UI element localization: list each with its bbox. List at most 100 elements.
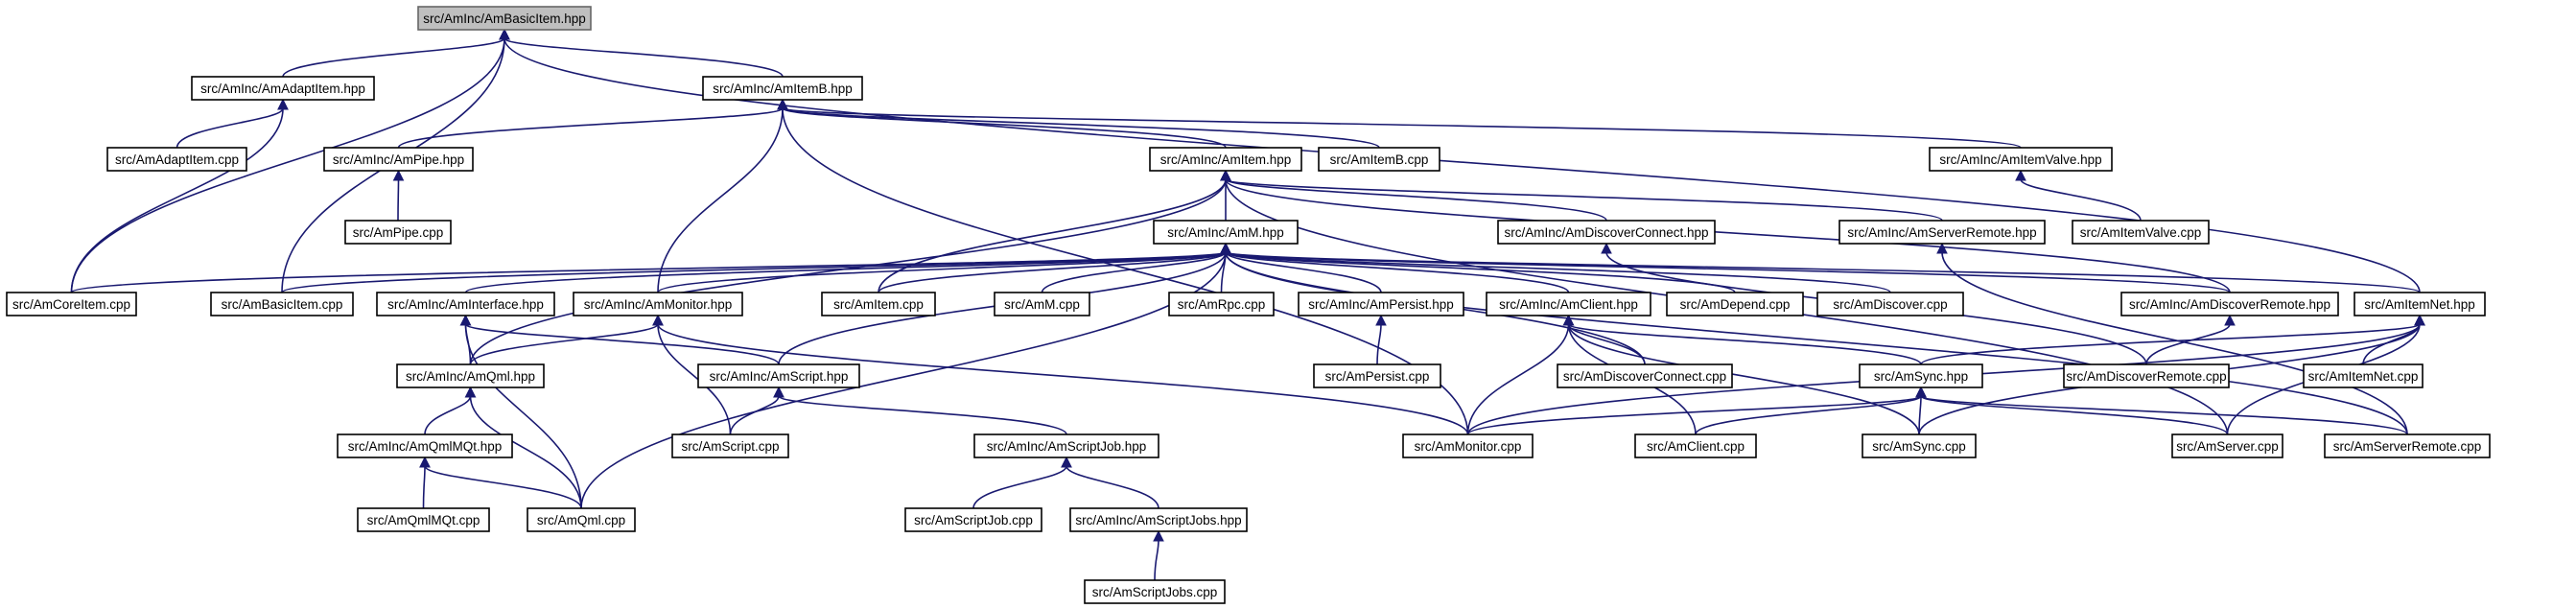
node-script-hpp[interactable]: src/AmInc/AmScript.hpp [697, 363, 860, 388]
arrowhead-itemb_hpp [777, 98, 788, 110]
node-label: src/AmInc/AmItemB.hpp [713, 82, 853, 96]
node-itemb-hpp[interactable]: src/AmInc/AmItemB.hpp [702, 76, 863, 101]
node-itemb-cpp[interactable]: src/AmItemB.cpp [1318, 147, 1440, 172]
node-itemnet-cpp[interactable]: src/AmItemNet.cpp [2303, 363, 2424, 388]
node-client-hpp[interactable]: src/AmInc/AmClient.hpp [1486, 292, 1651, 316]
node-item-hpp[interactable]: src/AmInc/AmItem.hpp [1149, 147, 1302, 172]
node-label: src/AmItemB.cpp [1330, 152, 1429, 167]
node-scriptjobs-hpp[interactable]: src/AmInc/AmScriptJobs.hpp [1069, 507, 1248, 532]
node-qmlmqt-hpp[interactable]: src/AmInc/AmQmlMQt.hpp [337, 433, 513, 458]
dependency-edge-qml_cpp-to-interface_hpp [464, 323, 582, 509]
dependency-edge-itemvalve_hpp-to-itemb_hpp [782, 107, 2022, 149]
node-scriptjob-hpp[interactable]: src/AmInc/AmScriptJob.hpp [973, 433, 1159, 458]
dependency-edge-adaptitem_cpp-to-adaptitem_hpp [176, 107, 284, 149]
node-label: src/AmDiscover.cpp [1833, 297, 1947, 312]
arrowhead-adaptitem_hpp [277, 98, 289, 110]
node-itemvalve-cpp[interactable]: src/AmItemValve.cpp [2072, 220, 2210, 245]
node-label: src/AmItemNet.hpp [2364, 297, 2475, 312]
node-pipe-cpp[interactable]: src/AmPipe.cpp [344, 220, 452, 245]
node-qmlmqt-cpp[interactable]: src/AmQmlMQt.cpp [357, 507, 490, 532]
node-label: src/AmPipe.cpp [353, 225, 444, 240]
node-label: src/AmServerRemote.cpp [2333, 439, 2482, 454]
node-box [1497, 220, 1716, 245]
node-qml-cpp[interactable]: src/AmQml.cpp [527, 507, 636, 532]
node-discoverconnect-cpp[interactable]: src/AmDiscoverConnect.cpp [1557, 363, 1733, 388]
arrowhead-basicitem_hpp [499, 28, 510, 40]
node-box [697, 363, 860, 388]
node-box [106, 147, 247, 172]
dependency-edge-persist_cpp-to-persist_hpp [1376, 323, 1382, 365]
node-discoverconnect-hpp[interactable]: src/AmInc/AmDiscoverConnect.hpp [1497, 220, 1716, 245]
node-box [527, 507, 636, 532]
node-adaptitem-hpp[interactable]: src/AmInc/AmAdaptItem.hpp [191, 76, 375, 101]
dependency-edge-discoverremote_hpp-to-item_hpp [1225, 178, 2231, 293]
dependency-edge-discoverremote_cpp-to-discoverremote_hpp [2145, 323, 2231, 365]
arrowhead-item_hpp [1220, 169, 1231, 181]
node-label: src/AmAdaptItem.cpp [115, 152, 239, 167]
node-discoverremote-cpp[interactable]: src/AmDiscoverRemote.cpp [2063, 363, 2230, 388]
node-monitor-hpp[interactable]: src/AmInc/AmMonitor.hpp [573, 292, 743, 316]
node-box [1168, 292, 1275, 316]
node-box [191, 76, 375, 101]
node-box [2171, 433, 2283, 458]
node-adaptitem-cpp[interactable]: src/AmAdaptItem.cpp [106, 147, 247, 172]
node-label: src/AmInc/AmPipe.hpp [333, 152, 464, 167]
node-label: src/AmBasicItem.cpp [222, 297, 343, 312]
node-sync-cpp[interactable]: src/AmSync.cpp [1862, 433, 1977, 458]
node-qml-hpp[interactable]: src/AmInc/AmQml.hpp [396, 363, 545, 388]
node-label: src/AmMonitor.cpp [1415, 439, 1522, 454]
node-basicitem-cpp[interactable]: src/AmBasicItem.cpp [210, 292, 354, 316]
node-client-cpp[interactable]: src/AmClient.cpp [1634, 433, 1757, 458]
dependency-edge-script_hpp-to-interface_hpp [464, 323, 780, 365]
node-m-hpp[interactable]: src/AmInc/AmM.hpp [1153, 220, 1299, 245]
dependency-edge-qml_cpp-to-m_hpp [580, 251, 1227, 509]
node-serverremote-hpp[interactable]: src/AmInc/AmServerRemote.hpp [1838, 220, 2046, 245]
node-label: src/AmDepend.cpp [1680, 297, 1791, 312]
node-box [2072, 220, 2210, 245]
node-box [1149, 147, 1302, 172]
node-persist-cpp[interactable]: src/AmPersist.cpp [1313, 363, 1441, 388]
arrowhead-persist_hpp [1375, 314, 1387, 326]
node-basicitem-hpp[interactable]: src/AmInc/AmBasicItem.hpp [417, 6, 592, 31]
node-discover-cpp[interactable]: src/AmDiscover.cpp [1816, 292, 1964, 316]
node-box [337, 433, 513, 458]
node-box [2354, 292, 2486, 316]
node-scriptjob-cpp[interactable]: src/AmScriptJob.cpp [904, 507, 1042, 532]
node-box [323, 147, 474, 172]
node-pipe-hpp[interactable]: src/AmInc/AmPipe.hpp [323, 147, 474, 172]
node-label: src/AmInc/AmQmlMQt.hpp [348, 439, 503, 454]
dependency-edge-discover_cpp-to-m_hpp [1225, 251, 1891, 293]
nodes-layer: src/AmInc/AmBasicItem.hpp src/AmInc/AmAda… [6, 6, 2491, 604]
dependency-edge-m_cpp-to-m_hpp [1041, 251, 1227, 293]
node-label: src/AmInc/AmScriptJobs.hpp [1075, 513, 1241, 527]
node-depend-cpp[interactable]: src/AmDepend.cpp [1666, 292, 1804, 316]
dependency-edge-item_cpp-to-item_hpp [878, 178, 1227, 293]
node-m-cpp[interactable]: src/AmM.cpp [994, 292, 1090, 316]
node-coreitem-cpp[interactable]: src/AmCoreItem.cpp [6, 292, 137, 316]
node-label: src/AmInc/AmInterface.hpp [387, 297, 544, 312]
node-label: src/AmCoreItem.cpp [12, 297, 130, 312]
node-interface-hpp[interactable]: src/AmInc/AmInterface.hpp [376, 292, 555, 316]
node-rpc-cpp[interactable]: src/AmRpc.cpp [1168, 292, 1275, 316]
node-script-cpp[interactable]: src/AmScript.cpp [671, 433, 789, 458]
node-persist-hpp[interactable]: src/AmInc/AmPersist.hpp [1298, 292, 1464, 316]
node-label: src/AmScriptJob.cpp [914, 513, 1033, 527]
node-itemvalve-hpp[interactable]: src/AmInc/AmItemValve.hpp [1929, 147, 2113, 172]
dependency-edge-monitor_hpp-to-itemb_hpp [657, 107, 784, 293]
node-itemnet-hpp[interactable]: src/AmItemNet.hpp [2354, 292, 2486, 316]
node-item-cpp[interactable]: src/AmItem.cpp [821, 292, 936, 316]
node-sync-hpp[interactable]: src/AmSync.hpp [1859, 363, 1983, 388]
node-box [357, 507, 490, 532]
dependency-edge-serverremote_cpp-to-serverremote_hpp [1941, 251, 2408, 435]
node-server-cpp[interactable]: src/AmServer.cpp [2171, 433, 2283, 458]
node-label: src/AmScript.cpp [681, 439, 779, 454]
node-scriptjobs-cpp[interactable]: src/AmScriptJobs.cpp [1084, 579, 1226, 604]
node-serverremote-cpp[interactable]: src/AmServerRemote.cpp [2324, 433, 2491, 458]
node-label: src/AmQmlMQt.cpp [367, 513, 480, 527]
node-discoverremote-hpp[interactable]: src/AmInc/AmDiscoverRemote.hpp [2120, 292, 2339, 316]
node-monitor-cpp[interactable]: src/AmMonitor.cpp [1402, 433, 1534, 458]
node-label: src/AmScriptJobs.cpp [1092, 585, 1218, 599]
dependency-edge-qml_cpp-to-qml_hpp [469, 395, 582, 509]
node-label: src/AmPersist.cpp [1325, 369, 1430, 384]
